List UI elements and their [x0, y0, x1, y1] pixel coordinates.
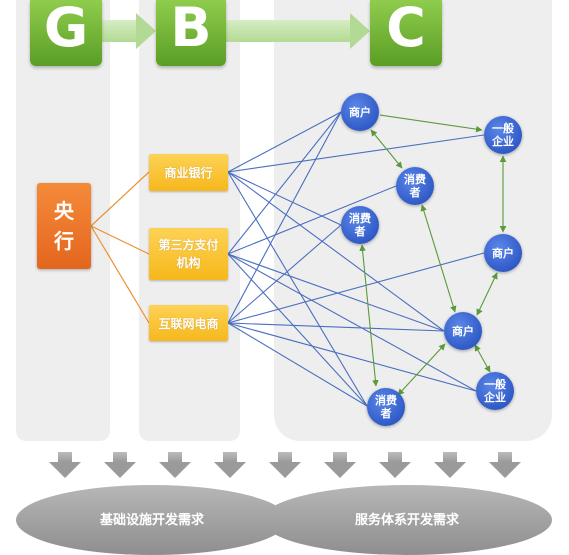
- down-arrow: [324, 452, 356, 478]
- consumer-node-b: 消费者: [341, 206, 379, 244]
- central-bank-label: 央行: [54, 199, 74, 253]
- consumer-node-bottom: 消费者: [367, 388, 405, 426]
- header-b: B: [156, 0, 226, 66]
- merchant-node-top: 商户: [341, 93, 379, 131]
- central-bank-box: 央行: [37, 183, 91, 269]
- b-to-c-arrow: [226, 20, 350, 42]
- down-arrow: [214, 452, 246, 478]
- node-label: 消费者: [404, 173, 426, 199]
- down-arrow: [159, 452, 191, 478]
- third-party-payment-label: 第三方支付机构: [158, 238, 219, 270]
- node-label: 一般企业: [492, 122, 514, 148]
- institution-links: [227, 111, 485, 407]
- central-bank-links: [90, 171, 150, 324]
- header-g: G: [30, 0, 102, 66]
- node-label: 商户: [452, 324, 474, 338]
- service-demand: 服务体系开发需求: [262, 485, 552, 555]
- third-party-payment-box: 第三方支付机构: [149, 228, 228, 280]
- g-to-b-arrow: [102, 20, 136, 42]
- header-c: C: [370, 0, 442, 66]
- infrastructure-demand-label: 基础设施开发需求: [99, 513, 204, 528]
- c-network-links: [359, 114, 507, 396]
- node-label: 商户: [492, 246, 514, 260]
- node-label: 消费者: [349, 212, 371, 238]
- down-arrow: [434, 452, 466, 478]
- b-to-c-arrow-head: [350, 13, 370, 49]
- internet-ecommerce-box: 互联网电商: [149, 305, 228, 341]
- merchant-node-right: 商户: [484, 234, 522, 272]
- internet-ecommerce-label: 互联网电商: [158, 316, 219, 331]
- node-label: 一般企业: [484, 378, 506, 404]
- enterprise-node-top: 一般企业: [484, 116, 522, 154]
- down-arrow: [104, 452, 136, 478]
- service-demand-label: 服务体系开发需求: [354, 513, 459, 528]
- g-to-b-arrow-head: [136, 13, 156, 49]
- infrastructure-demand: 基础设施开发需求: [16, 485, 288, 555]
- node-label: 消费者: [375, 394, 397, 420]
- node-label: 商户: [349, 105, 371, 119]
- connection-lines: [90, 111, 507, 407]
- commercial-bank-box: 商业银行: [149, 154, 228, 191]
- down-arrow: [49, 452, 81, 478]
- down-arrow: [269, 452, 301, 478]
- commercial-bank-label: 商业银行: [164, 166, 213, 180]
- consumer-node-a: 消费者: [396, 167, 434, 205]
- b-column: [139, 0, 240, 441]
- enterprise-node-bottom: 一般企业: [476, 372, 514, 410]
- down-arrow: [489, 452, 521, 478]
- merchant-node-center: 商户: [444, 312, 482, 350]
- down-arrow: [379, 452, 411, 478]
